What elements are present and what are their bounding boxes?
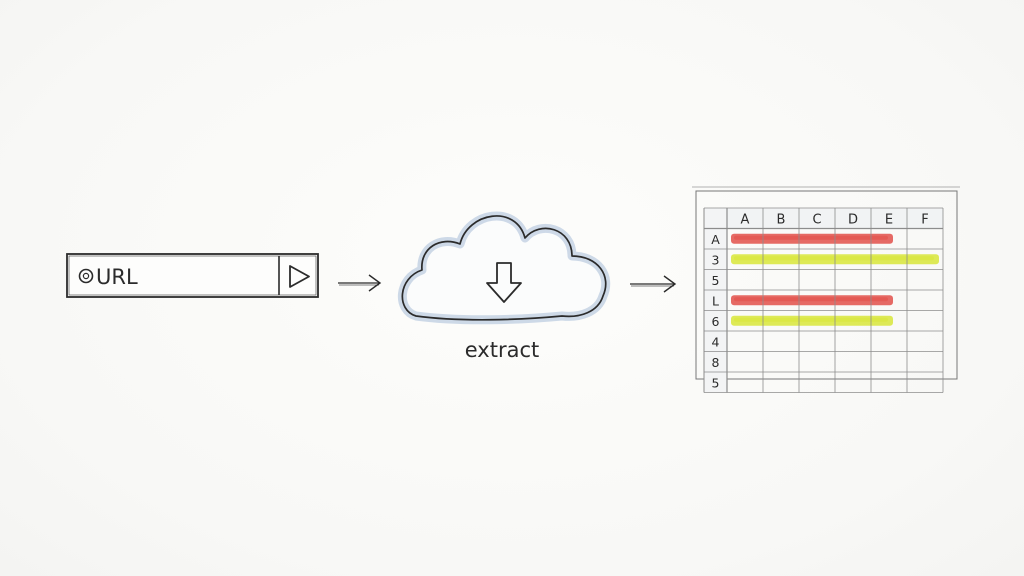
play-icon[interactable] [289,265,310,288]
row-label: 5 [712,273,720,288]
spreadsheet-highlights [731,233,939,326]
row-label: 8 [712,355,720,370]
column-header: D [848,213,858,228]
row-label: 4 [712,335,720,350]
url-bar[interactable]: URL [66,253,319,298]
highlight-bar-texture [734,317,888,322]
cloud-shape [397,211,611,325]
column-header: B [777,213,786,228]
row-header-bg [704,208,727,393]
url-bar-inner-frame [68,255,317,296]
column-header: C [812,213,821,228]
url-bar-frame [66,253,319,298]
highlight-bar-texture [734,235,888,240]
url-label: URL [96,265,138,289]
row-label: A [711,232,720,247]
row-label: 5 [712,376,720,391]
row-label: 3 [712,253,720,268]
spreadsheet-grid [703,207,944,393]
arrow-right-icon [338,274,382,292]
row-label: 6 [712,314,720,329]
row-label: L [712,294,719,309]
spreadsheet-frame [695,190,958,380]
highlight-bar-texture [734,297,888,302]
column-header: E [885,213,893,228]
column-header: F [921,213,928,228]
download-arrow-icon [486,262,522,303]
header-row-bg [704,208,943,229]
highlight-bar-texture [734,256,934,261]
cloud-caption: extract [465,338,540,362]
globe-icon [78,268,94,284]
column-header: A [741,213,750,228]
arrow-right-icon [630,275,677,293]
